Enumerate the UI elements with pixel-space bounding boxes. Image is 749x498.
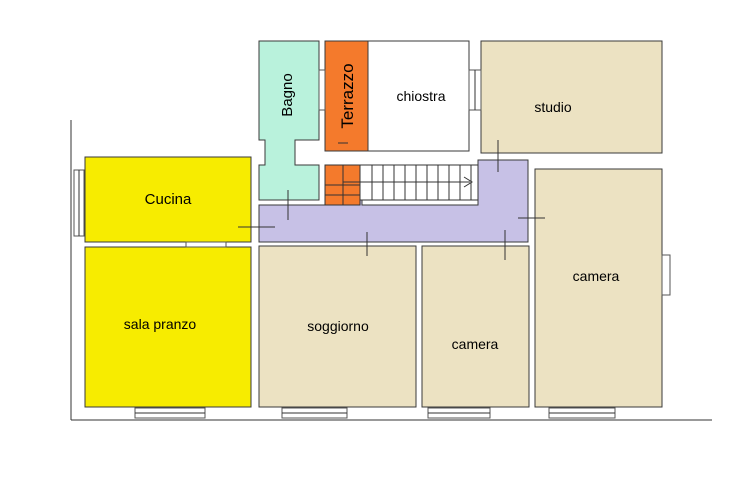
windows — [73, 69, 671, 419]
window-bagno — [318, 69, 326, 111]
room-sala-pranzo — [84, 246, 252, 408]
label-bagno: Bagno — [279, 73, 296, 116]
room-studio — [480, 40, 663, 154]
label-studio: studio — [534, 99, 572, 115]
room-bagno — [258, 40, 320, 201]
room-camera-center — [421, 245, 530, 408]
window-door-cucina-sala — [185, 241, 227, 248]
label-soggiorno: soggiorno — [307, 318, 369, 334]
room-soggiorno — [258, 245, 417, 408]
label-cucina: Cucina — [145, 191, 192, 208]
label-camera-center: camera — [452, 336, 499, 352]
stair-arrow-head — [463, 176, 473, 188]
window-camera-right-side — [661, 254, 671, 296]
label-sala-pranzo: sala pranzo — [124, 316, 197, 332]
door-marks — [238, 140, 545, 260]
label-terrazzo: Terrazzo — [338, 63, 357, 128]
room-cucina — [84, 156, 252, 243]
room-chiostra — [367, 40, 470, 152]
label-chiostra: chiostra — [396, 88, 445, 104]
room-camera-right — [534, 168, 663, 408]
staircase — [324, 164, 479, 206]
label-camera-right: camera — [573, 268, 620, 284]
